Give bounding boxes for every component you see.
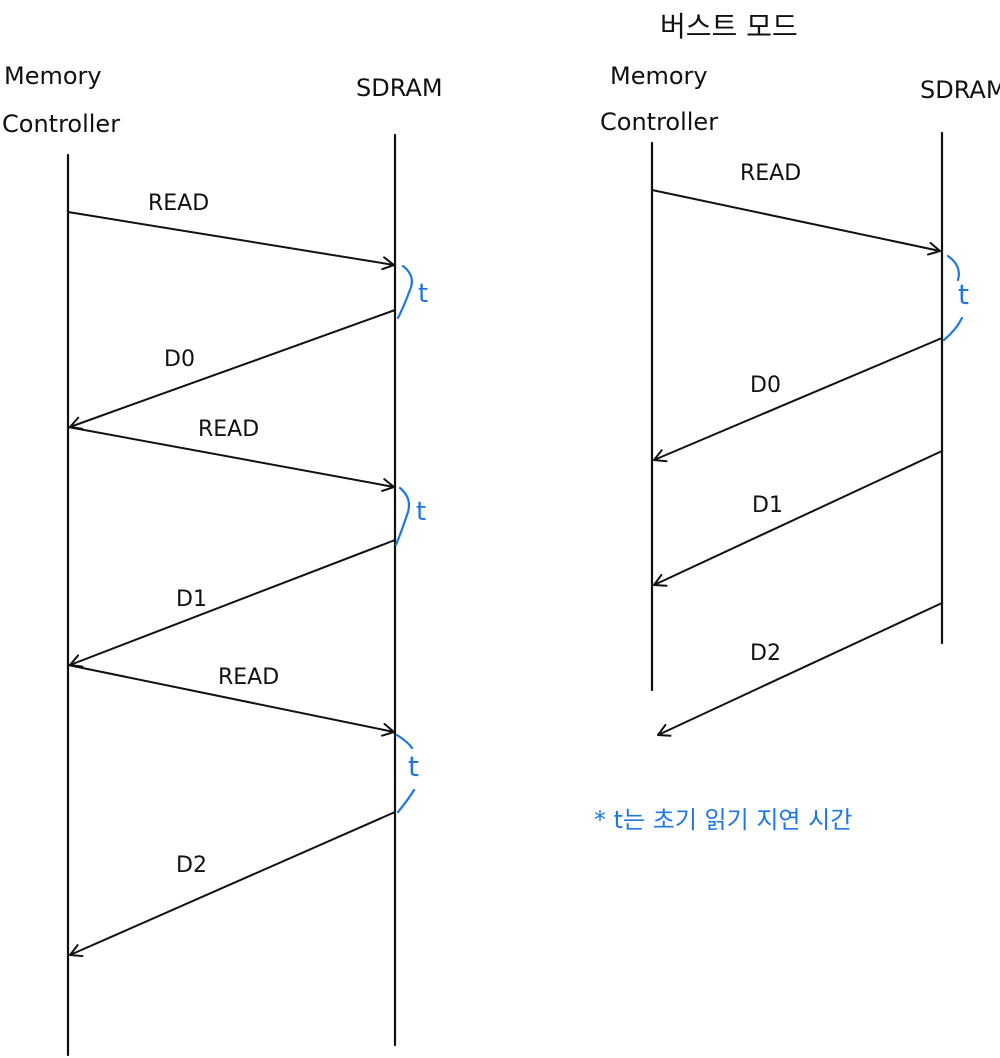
left-diagram: Memory Controller SDRAM READ D0 READ D1 … — [2, 62, 443, 1057]
left-latency-brace-3 — [395, 733, 416, 814]
right-d0-arrow — [653, 337, 943, 463]
right-d1-arrow — [653, 450, 943, 587]
left-latency-brace-2 — [394, 486, 411, 547]
left-d0-arrow — [69, 309, 396, 430]
left-d0-label: D0 — [164, 347, 195, 372]
right-latency-label: t — [958, 278, 969, 311]
left-read-arrow-3 — [67, 664, 395, 737]
left-d2-arrow — [69, 811, 396, 958]
left-read-arrow-2 — [67, 426, 395, 492]
left-controller-label-line1: Memory — [4, 62, 102, 90]
left-read-label-2: READ — [198, 417, 259, 442]
right-latency-brace — [942, 254, 964, 342]
right-diagram: 버스트 모드 Memory Controller SDRAM READ D0 D… — [594, 10, 1000, 834]
left-latency-label-1: t — [418, 279, 428, 309]
right-d1-label: D1 — [752, 493, 783, 518]
right-d0-label: D0 — [750, 373, 781, 398]
right-read-label: READ — [740, 161, 801, 186]
left-sdram-label: SDRAM — [356, 74, 443, 102]
left-d2-label: D2 — [176, 853, 207, 878]
left-read-label-3: READ — [218, 665, 279, 690]
left-latency-label-2: t — [416, 497, 426, 527]
right-title: 버스트 모드 — [660, 10, 798, 43]
left-read-arrow-1 — [67, 211, 395, 271]
right-sdram-label: SDRAM — [920, 76, 1000, 104]
left-latency-label-3: t — [408, 750, 419, 783]
right-d2-arrow — [657, 602, 943, 737]
right-controller-label-line1: Memory — [610, 62, 708, 90]
left-latency-brace-1 — [396, 264, 413, 320]
right-d2-label: D2 — [750, 641, 781, 666]
right-controller-label-line2: Controller — [600, 108, 718, 136]
left-d1-label: D1 — [176, 587, 207, 612]
latency-note: * t는 초기 읽기 지연 시간 — [594, 806, 852, 834]
left-d1-arrow — [69, 539, 396, 668]
left-read-label-1: READ — [148, 191, 209, 216]
right-read-arrow — [651, 189, 941, 256]
left-controller-label-line2: Controller — [2, 110, 120, 138]
